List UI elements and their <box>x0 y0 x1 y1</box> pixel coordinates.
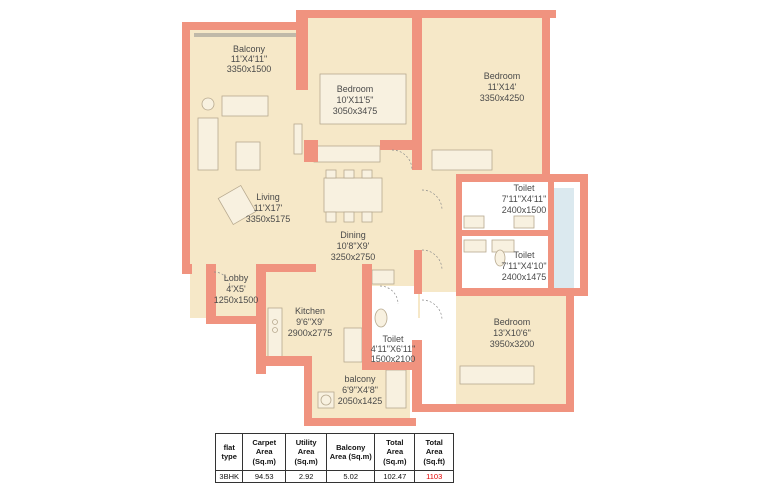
dining-name: Dining <box>340 230 366 240</box>
cell-total-area-sqm: 102.47 <box>374 470 416 483</box>
bedroom-3-mm: 3950x3200 <box>490 339 535 349</box>
cell-carpet-area: 94.53 <box>242 470 286 483</box>
header-flat-type: flat type <box>214 433 244 471</box>
bedroom-1-name: Bedroom <box>337 84 374 94</box>
balcony-bottom-dims: 6'9"X4'8" <box>342 385 378 395</box>
cell-balcony-area: 5.02 <box>326 470 376 483</box>
floor-plan: Balcony 11'X4'11" 3350x1500 Bedroom 10'X… <box>182 10 588 426</box>
kitchen-mm: 2900x2775 <box>288 328 333 338</box>
area-table-row: 3BHK 94.53 2.92 5.02 102.47 1103 <box>214 470 454 483</box>
bedroom-2-dims: 11'X14' <box>488 82 517 92</box>
furniture <box>194 33 535 409</box>
cell-utility-area: 2.92 <box>284 470 328 483</box>
cell-flat-type: 3BHK <box>214 470 244 483</box>
balcony-top-mm: 3350x1500 <box>227 64 272 74</box>
header-total-area-sqm: Total Area (Sq.m) <box>374 433 416 471</box>
door-swings <box>213 149 443 321</box>
dining-mm: 3250x2750 <box>331 252 376 262</box>
lobby-dims: 4'X5' <box>226 284 246 294</box>
header-utility-area: Utility Area (Sq.m) <box>284 433 328 471</box>
bedroom-2-name: Bedroom <box>484 71 521 81</box>
room-labels: Balcony 11'X4'11" 3350x1500 Bedroom 10'X… <box>214 44 547 406</box>
area-table-header-row: flat type Carpet Area (Sq.m) Utility Are… <box>214 433 454 471</box>
living-name: Living <box>256 192 280 202</box>
toilet-3-mm: 1500x2100 <box>371 354 416 364</box>
area-table: flat type Carpet Area (Sq.m) Utility Are… <box>214 433 454 483</box>
living-dims: 11'X17' <box>254 203 283 213</box>
toilet-2-dims: 7'11"X4'10" <box>501 261 546 271</box>
toilet-3-name: Toilet <box>382 334 404 344</box>
bedroom-3-name: Bedroom <box>494 317 531 327</box>
balcony-top-name: Balcony <box>233 44 266 54</box>
bedroom-2-mm: 3350x4250 <box>480 93 525 103</box>
cell-total-area-sqft: 1103 <box>414 470 454 483</box>
toilet-3-dims: 4'11"X6'11" <box>371 344 416 354</box>
balcony-top-dims: 11'X4'11" <box>231 54 267 64</box>
kitchen-dims: 9'6"X9' <box>296 317 324 327</box>
toilet-1-name: Toilet <box>513 183 535 193</box>
living-mm: 3350x5175 <box>246 214 291 224</box>
lobby-mm: 1250x1500 <box>214 295 259 305</box>
header-carpet-area: Carpet Area (Sq.m) <box>242 433 286 471</box>
lobby-name: Lobby <box>224 273 249 283</box>
kitchen-name: Kitchen <box>295 306 325 316</box>
balcony-bottom-mm: 2050x1425 <box>338 396 383 406</box>
bedroom-1-dims: 10'X11'5" <box>337 95 374 105</box>
balcony-bottom-name: balcony <box>344 374 376 384</box>
dining-dims: 10'8"X9' <box>337 241 370 251</box>
toilet-1-dims: 7'11"X4'11" <box>502 194 547 204</box>
bedroom-1-mm: 3050x3475 <box>333 106 378 116</box>
toilet-1-mm: 2400x1500 <box>502 205 547 215</box>
toilet-2-name: Toilet <box>513 250 535 260</box>
toilet-2-mm: 2400x1475 <box>502 272 547 282</box>
header-balcony-area: Balcony Area (Sq.m) <box>326 433 376 471</box>
bedroom-3-dims: 13'X10'6" <box>493 328 531 338</box>
walls <box>182 10 588 426</box>
header-total-area-sqft: Total Area (Sq.ft) <box>414 433 454 471</box>
